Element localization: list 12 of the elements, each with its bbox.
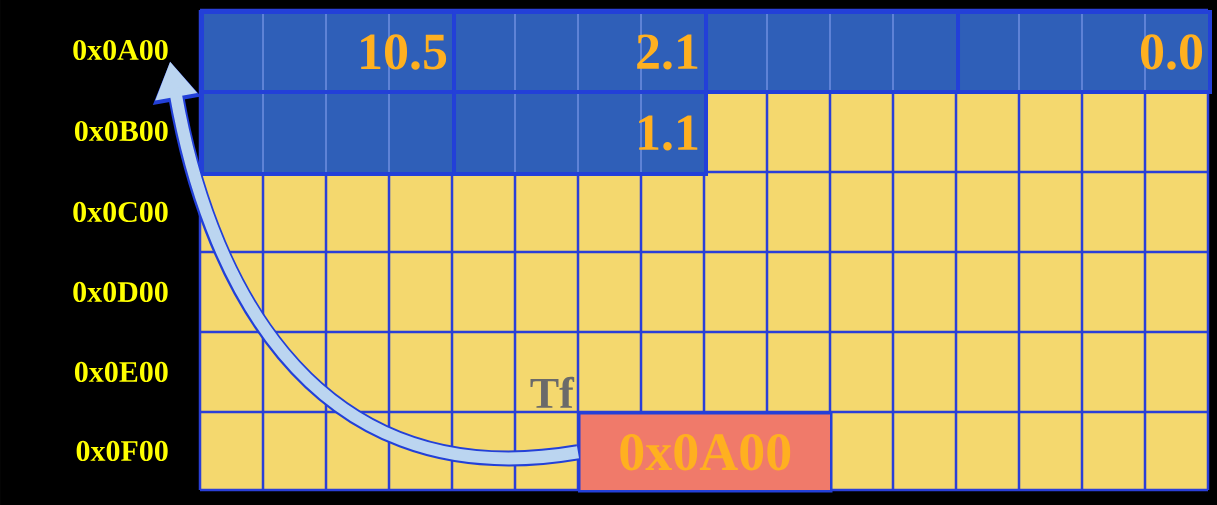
memory-block: 0.0 xyxy=(956,9,1212,94)
memory-block: 10.5 xyxy=(200,9,456,94)
pointer-block: 0x0A00 xyxy=(578,412,833,493)
address-label: 0x0A00 xyxy=(73,39,168,61)
address-label: 0x0F00 xyxy=(76,440,168,462)
memory-block: 2.1 xyxy=(452,9,708,94)
memory-block: 1.1 xyxy=(452,89,708,176)
address-label: 0x0C00 xyxy=(73,201,168,223)
address-label: 0x0E00 xyxy=(74,361,168,383)
address-label: 0x0B00 xyxy=(74,120,168,142)
address-label: 0x0D00 xyxy=(73,281,168,303)
overlay-text: Tf xyxy=(530,376,575,408)
